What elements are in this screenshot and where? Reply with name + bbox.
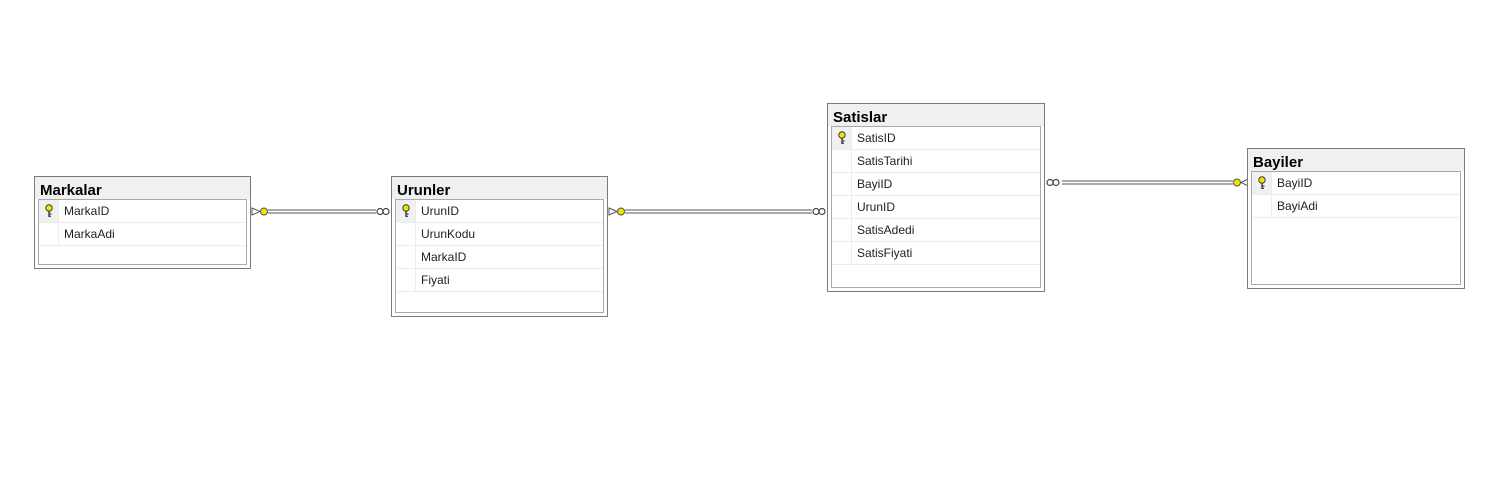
column-name: MarkaID bbox=[421, 250, 467, 264]
row-selector bbox=[39, 223, 59, 245]
relationship-markalar-urunler[interactable] bbox=[251, 207, 390, 216]
key-icon bbox=[1258, 176, 1266, 189]
column-name: BayiAdi bbox=[1277, 199, 1318, 213]
table-title: Markalar bbox=[35, 177, 250, 199]
table-urunler[interactable]: Urunler UrunID UrunKodu MarkaID Fiyati bbox=[391, 176, 608, 317]
row-selector bbox=[396, 246, 416, 268]
column-name: UrunID bbox=[857, 200, 896, 214]
column-row[interactable]: SatisTarihi bbox=[832, 150, 1040, 173]
row-selector bbox=[1252, 172, 1272, 194]
column-list: MarkaID MarkaAdi bbox=[38, 199, 247, 265]
row-selector bbox=[396, 200, 416, 222]
table-title: Bayiler bbox=[1248, 149, 1464, 171]
column-row[interactable]: SatisFiyati bbox=[832, 242, 1040, 265]
table-bayiler[interactable]: Bayiler BayiID BayiAdi bbox=[1247, 148, 1465, 289]
column-row[interactable]: SatisID bbox=[832, 127, 1040, 150]
table-title: Satislar bbox=[828, 104, 1044, 126]
table-satislar[interactable]: Satislar SatisID SatisTarihi BayiID Urun… bbox=[827, 103, 1045, 292]
relationship-satislar-bayiler[interactable] bbox=[1046, 178, 1249, 187]
row-selector bbox=[832, 127, 852, 149]
column-row[interactable]: UrunID bbox=[396, 200, 603, 223]
column-list: BayiID BayiAdi bbox=[1251, 171, 1461, 285]
key-icon bbox=[402, 204, 410, 217]
column-name: MarkaAdi bbox=[64, 227, 115, 241]
column-name: BayiID bbox=[857, 177, 893, 191]
relationship-urunler-satislar[interactable] bbox=[608, 207, 826, 216]
one-end-key-icon bbox=[251, 207, 268, 216]
column-list: UrunID UrunKodu MarkaID Fiyati bbox=[395, 199, 604, 313]
many-end-infinity-icon bbox=[812, 207, 826, 216]
one-end-key-icon bbox=[1233, 178, 1249, 187]
column-name: SatisTarihi bbox=[857, 154, 913, 168]
column-name: BayiID bbox=[1277, 176, 1313, 190]
column-row[interactable]: MarkaID bbox=[39, 200, 246, 223]
row-selector bbox=[396, 269, 416, 291]
column-row[interactable]: UrunID bbox=[832, 196, 1040, 219]
row-selector bbox=[832, 242, 852, 264]
column-name: SatisID bbox=[857, 131, 896, 145]
many-end-infinity-icon bbox=[376, 207, 390, 216]
column-name: UrunKodu bbox=[421, 227, 476, 241]
row-selector bbox=[832, 219, 852, 241]
one-end-key-icon bbox=[608, 207, 625, 216]
column-name: MarkaID bbox=[64, 204, 110, 218]
row-selector bbox=[39, 200, 59, 222]
key-icon bbox=[45, 204, 53, 217]
column-row[interactable]: MarkaAdi bbox=[39, 223, 246, 246]
column-row[interactable]: SatisAdedi bbox=[832, 219, 1040, 242]
row-selector bbox=[1252, 195, 1272, 217]
row-selector bbox=[396, 223, 416, 245]
row-selector bbox=[832, 196, 852, 218]
column-row[interactable]: BayiAdi bbox=[1252, 195, 1460, 218]
column-row[interactable]: MarkaID bbox=[396, 246, 603, 269]
key-icon bbox=[838, 131, 846, 144]
many-end-infinity-icon bbox=[1046, 178, 1060, 187]
row-selector bbox=[832, 173, 852, 195]
column-row[interactable]: BayiID bbox=[832, 173, 1040, 196]
table-title: Urunler bbox=[392, 177, 607, 199]
column-row[interactable]: Fiyati bbox=[396, 269, 603, 292]
column-name: SatisFiyati bbox=[857, 246, 913, 260]
column-name: UrunID bbox=[421, 204, 460, 218]
table-markalar[interactable]: Markalar MarkaID MarkaAdi bbox=[34, 176, 251, 269]
column-row[interactable]: BayiID bbox=[1252, 172, 1460, 195]
column-row[interactable]: UrunKodu bbox=[396, 223, 603, 246]
column-name: SatisAdedi bbox=[857, 223, 915, 237]
column-list: SatisID SatisTarihi BayiID UrunID SatisA… bbox=[831, 126, 1041, 288]
row-selector bbox=[832, 150, 852, 172]
column-name: Fiyati bbox=[421, 273, 450, 287]
